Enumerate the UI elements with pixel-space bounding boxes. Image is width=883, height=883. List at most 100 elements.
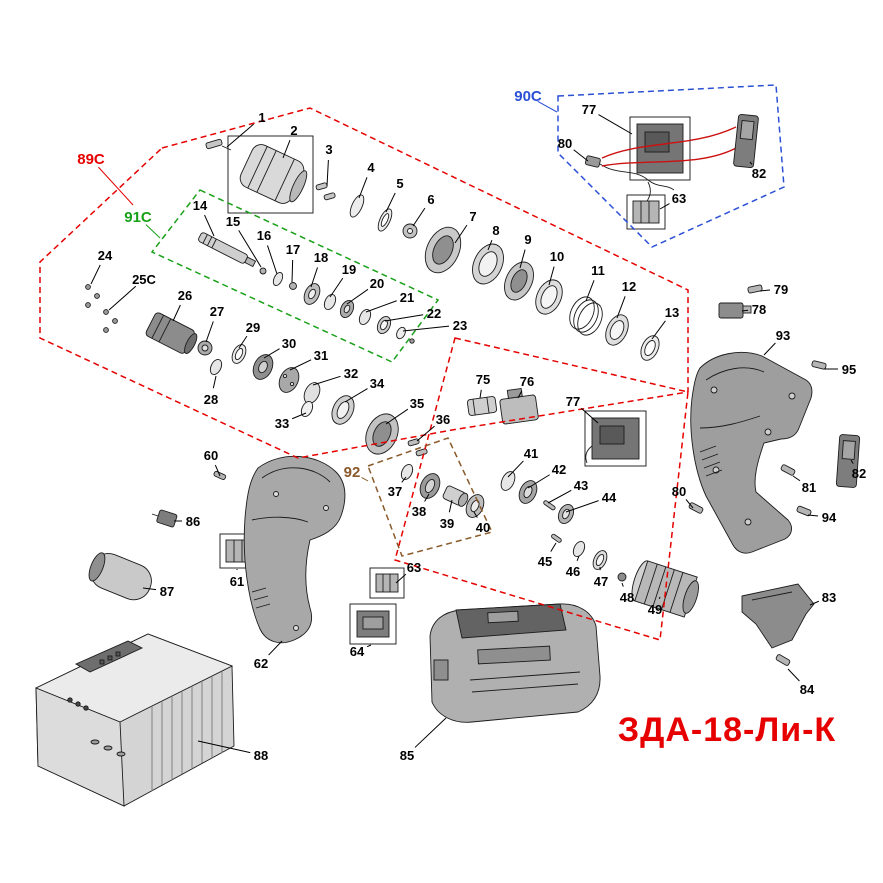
part-label-86: 86 <box>186 514 200 529</box>
part-label-10: 10 <box>550 249 564 264</box>
leader-line-35 <box>385 408 409 425</box>
labels-and-groups-layer: 89C90C91C9212345678910111213141516171819… <box>39 84 866 763</box>
leader-line-39 <box>448 499 453 513</box>
part-label-20: 20 <box>370 276 384 291</box>
part-label-13: 13 <box>665 305 679 320</box>
leader-line-85 <box>414 717 447 748</box>
part-49-illustration-motor <box>631 560 699 618</box>
leader-line-83 <box>809 600 820 606</box>
part-label-38: 38 <box>412 504 426 519</box>
leader-line-44 <box>565 500 599 513</box>
part-label-22: 22 <box>427 306 441 321</box>
leader-line-43 <box>547 489 572 504</box>
part-label-82: 82 <box>852 466 866 481</box>
part-label-46: 46 <box>566 564 580 579</box>
leader-line-36 <box>416 425 435 442</box>
leader-line-63 <box>395 573 407 584</box>
part-46-illustration <box>572 540 586 558</box>
leader-line-46 <box>576 555 580 561</box>
leader-line-40 <box>473 511 478 518</box>
part-84-illustration-screw <box>775 654 791 666</box>
leader-line-27 <box>205 321 214 343</box>
part-label-4: 4 <box>367 160 375 175</box>
leader-line-75 <box>479 389 482 399</box>
leader-line-25C <box>108 285 137 311</box>
wiring-90c <box>599 126 739 204</box>
part-label-42: 42 <box>552 462 566 477</box>
part-label-15: 15 <box>226 214 240 229</box>
part-82-illustration-plate-90c <box>733 113 759 169</box>
part-44-illustration <box>557 504 575 524</box>
part-label-25C: 25C <box>132 272 156 287</box>
group-leader-90C <box>537 100 558 113</box>
part-2-illustration <box>227 135 314 214</box>
part-45-illustration-pin <box>551 533 562 543</box>
part-94-illustration-screw <box>796 505 812 517</box>
leader-line-14 <box>204 214 215 237</box>
leader-line-22 <box>384 314 424 322</box>
illustration-layer <box>34 113 861 807</box>
leader-line-31 <box>289 359 312 371</box>
part-label-36: 36 <box>436 412 450 427</box>
leader-line-80 <box>685 499 694 509</box>
group-outline-91C <box>150 189 440 363</box>
leader-line-28 <box>212 375 217 389</box>
part-label-93: 93 <box>776 328 790 343</box>
part-63-illustration-block-90c <box>626 194 666 230</box>
part-label-63: 63 <box>672 191 686 206</box>
part-13-illustration <box>640 335 660 361</box>
leader-line-13 <box>651 320 666 340</box>
leader-line-3 <box>326 159 329 187</box>
leader-line-77 <box>580 407 599 424</box>
part-label-30: 30 <box>282 336 296 351</box>
part-label-48: 48 <box>620 590 634 605</box>
part-12-illustration <box>605 314 629 346</box>
part-75-illustration <box>466 396 498 416</box>
part-32-illustration <box>303 382 321 404</box>
part-82-illustration-plate <box>835 434 861 488</box>
leader-line-62 <box>268 640 283 656</box>
part-label-16: 16 <box>257 228 271 243</box>
leader-line-87 <box>142 587 157 591</box>
part-label-12: 12 <box>622 279 636 294</box>
part-label-64: 64 <box>350 644 365 659</box>
leader-line-16 <box>267 245 278 275</box>
part-label-63: 63 <box>407 560 421 575</box>
part-label-44: 44 <box>602 490 617 505</box>
part-label-80: 80 <box>672 484 686 499</box>
part-label-75: 75 <box>476 372 490 387</box>
leader-line-77 <box>598 114 633 135</box>
part-label-34: 34 <box>370 376 385 391</box>
part-62-illustration-handle <box>243 455 346 644</box>
part-label-79: 79 <box>774 282 788 297</box>
leader-line-8 <box>487 240 493 251</box>
part-86-illustration-connector <box>151 509 178 528</box>
leader-line-49 <box>658 596 661 600</box>
part-3-illustration <box>315 182 336 201</box>
part-80-illustration-screw <box>688 502 704 514</box>
group-label-90C: 90C <box>514 88 542 105</box>
group-leader-89C <box>98 166 134 206</box>
group-outline-lower-assembly <box>394 337 689 641</box>
part-23-illustration <box>396 326 415 344</box>
group-outline-89C <box>39 107 689 459</box>
leader-line-1 <box>226 123 254 148</box>
leader-line-20 <box>346 288 369 305</box>
part-label-49: 49 <box>648 602 662 617</box>
leader-line-63 <box>659 203 670 210</box>
part-label-61: 61 <box>230 574 244 589</box>
part-label-84: 84 <box>800 682 815 697</box>
part-14-illustration-shaft <box>198 232 257 268</box>
part-label-24: 24 <box>98 248 113 263</box>
leader-line-60 <box>214 464 221 477</box>
leader-line-5 <box>385 192 396 213</box>
part-63-illustration-block <box>369 567 405 599</box>
part-label-80: 80 <box>558 136 572 151</box>
leader-line-94 <box>807 514 819 517</box>
part-label-21: 21 <box>400 290 414 305</box>
part-label-14: 14 <box>193 198 208 213</box>
leader-line-6 <box>412 207 426 227</box>
part-label-77: 77 <box>566 394 580 409</box>
part-label-81: 81 <box>802 480 816 495</box>
